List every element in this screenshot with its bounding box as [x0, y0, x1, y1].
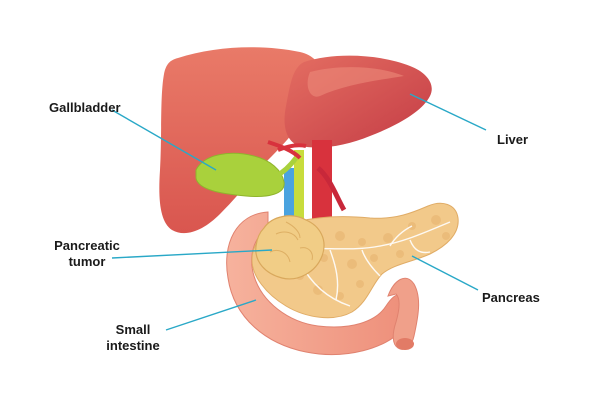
intestine-opening	[396, 338, 414, 350]
leader-pancreatic-tumor	[111, 249, 273, 259]
gallbladder-shape	[195, 152, 285, 197]
label-gallbladder: Gallbladder	[49, 100, 121, 116]
label-small-intestine-line2: intestine	[106, 338, 160, 353]
leader-pancreas	[411, 255, 479, 291]
label-pancreatic-tumor: Pancreatic tumor	[49, 238, 125, 270]
tumor-shape	[255, 215, 325, 280]
liver-left-lobe	[159, 47, 322, 234]
label-small-intestine: Small intestine	[100, 322, 166, 354]
label-liver-text: Liver	[497, 132, 529, 147]
label-liver: Liver	[497, 132, 528, 148]
label-pancreatic-tumor-line2: tumor	[68, 254, 106, 269]
hepatic-vessels	[267, 140, 307, 160]
label-small-intestine-line1: Small	[115, 322, 151, 337]
leader-gallbladder	[111, 109, 217, 171]
bile-duct	[294, 150, 304, 222]
leader-liver	[409, 93, 487, 131]
branch-vessel	[316, 166, 347, 212]
label-pancreatic-tumor-line1: Pancreatic	[54, 238, 120, 253]
liver-highlight	[307, 67, 404, 97]
cystic-duct	[274, 156, 298, 179]
leader-lines	[111, 93, 487, 331]
label-gallbladder-text: Gallbladder	[49, 100, 121, 115]
aorta	[312, 140, 332, 222]
leader-small-intestine	[165, 299, 257, 331]
label-pancreas: Pancreas	[482, 290, 540, 306]
label-pancreas-text: Pancreas	[482, 290, 540, 305]
